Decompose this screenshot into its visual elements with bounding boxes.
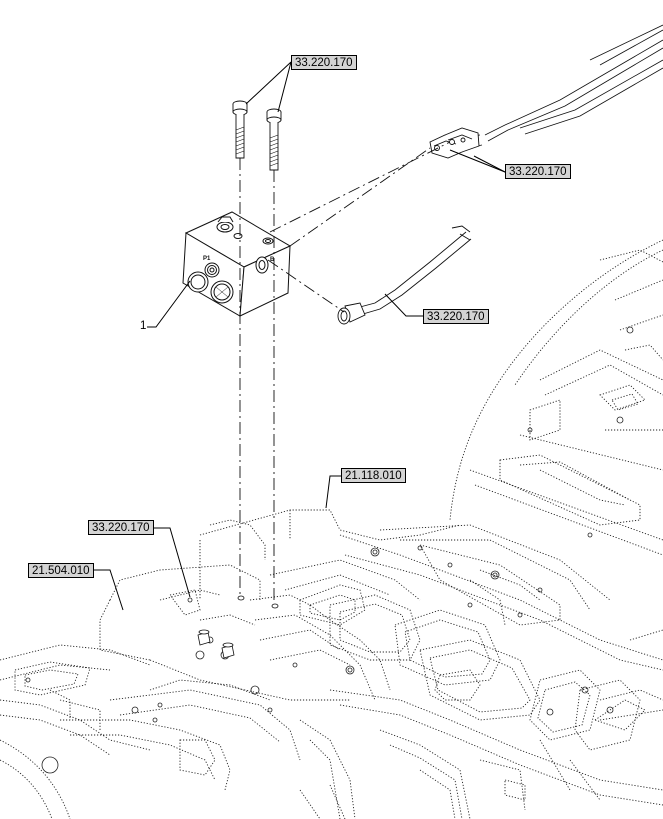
port-label-b: B	[270, 257, 275, 263]
callout-frame-left: 33.220.170	[88, 520, 154, 535]
small-hose	[337, 225, 472, 325]
item-number-label: 1	[140, 320, 147, 332]
port-label-p1: P1	[203, 256, 211, 262]
tractor-frame	[0, 239, 663, 819]
hydraulic-hose	[444, 24, 663, 153]
bolts	[232, 100, 282, 171]
callout-frame-top: 21.118.010	[341, 468, 406, 483]
electrical-connector	[429, 127, 480, 159]
leader-lines	[91, 61, 506, 611]
callout-bolts: 33.220.170	[291, 55, 357, 70]
frame-bolts	[197, 629, 235, 659]
valve-block	[182, 211, 292, 317]
callout-frame-far-left: 21.504.010	[28, 563, 94, 578]
frame-holes	[25, 326, 634, 774]
callout-hose: 33.220.170	[423, 309, 489, 324]
callout-connector: 33.220.170	[505, 164, 571, 179]
mount-holes	[237, 595, 279, 609]
assembly-lines	[239, 141, 451, 605]
